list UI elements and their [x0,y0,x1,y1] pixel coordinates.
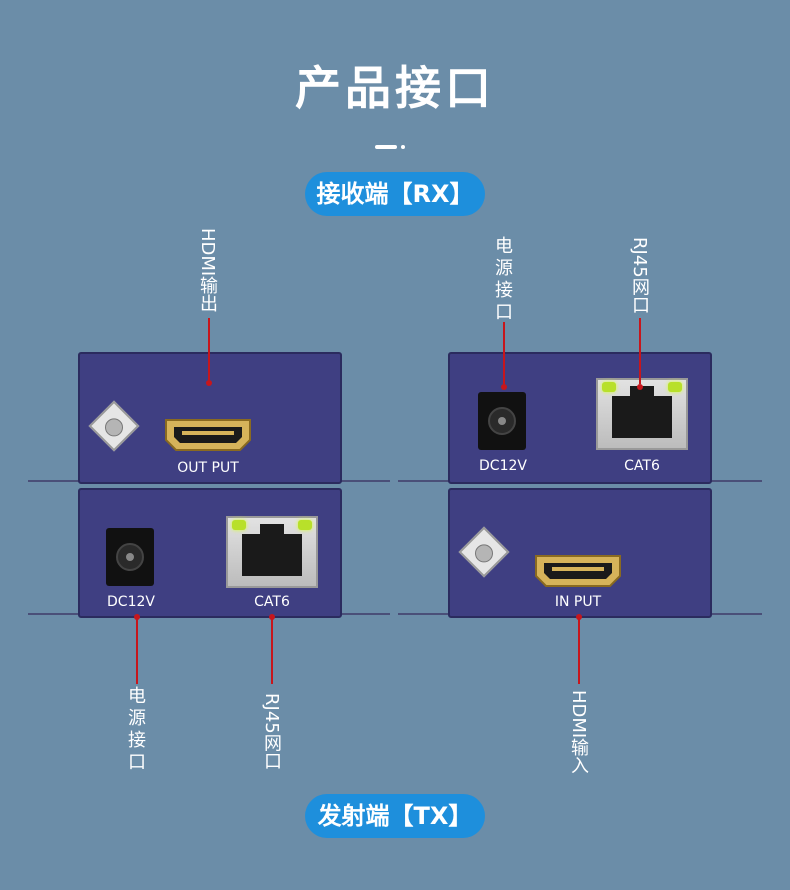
dc-label: DC12V [479,458,527,474]
hdmi-in-label: IN PUT [554,594,602,610]
hdmi-port-icon [535,555,621,587]
tx-badge: 发射端【TX】 [305,794,485,838]
dc-jack-icon [478,392,526,450]
page-title: 产品接口 [295,61,495,115]
rx-badge: 接收端【RX】 [305,172,485,216]
callout-line [136,616,138,684]
dc-label: DC12V [107,594,155,610]
rj45-port-icon [596,378,688,450]
callout-line [639,318,641,384]
cat6-label: CAT6 [254,594,290,610]
callout-line [578,616,580,684]
cat6-label: CAT6 [624,458,660,474]
hdmi-port-icon [165,419,251,451]
callout-dot [637,384,643,390]
callout-dot [206,380,212,386]
power-port-callout: 电源接口 [128,686,146,773]
callout-line [271,616,273,684]
callout-line [208,318,210,380]
rj45-callout: RJ45网口 [261,692,282,770]
hdmi-out-label: OUT PUT [177,460,239,476]
dc-jack-icon [106,528,154,586]
rj45-callout: RJ45网口 [629,236,650,314]
rj45-port-icon [226,516,318,588]
hdmi-input-callout: HDMI输入 [568,689,589,775]
hdmi-output-callout: HDMI输出 [197,227,218,313]
callout-dot [501,384,507,390]
title-divider [375,145,405,151]
power-port-callout: 电源接口 [495,236,513,323]
callout-line [503,322,505,384]
